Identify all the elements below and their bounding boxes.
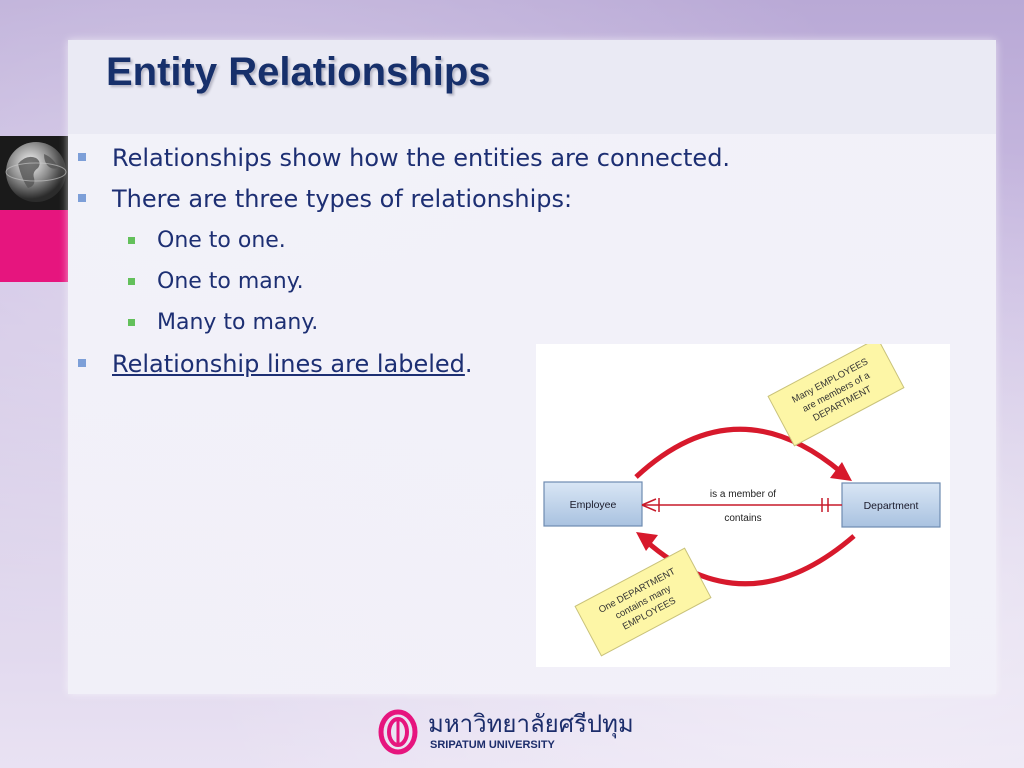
bullet-suffix: .: [464, 350, 473, 378]
crows-foot-left: [641, 498, 657, 506]
sub-bullet-marker: [128, 278, 135, 285]
arrow-head-top: [830, 462, 852, 481]
bullet-link-text: Relationship lines are labeled: [112, 350, 465, 378]
bullet-marker: [78, 194, 86, 202]
bullet-marker: [78, 153, 86, 161]
title-band: [68, 40, 996, 134]
slide-title: Entity Relationships: [106, 50, 491, 94]
relationship-label-bottom: contains: [724, 513, 761, 524]
bullet-item: Relationship lines are labeled.: [112, 350, 473, 378]
entity-label-department: Department: [864, 500, 919, 512]
university-name-thai: มหาวิทยาลัยศรีปทุม: [428, 710, 634, 739]
arc-top: [634, 426, 843, 479]
arrow-head-bottom: [636, 532, 658, 551]
entity-box-employee: [543, 481, 643, 527]
sub-bullet-marker: [128, 237, 135, 244]
globe-image: [0, 136, 68, 210]
bullet-marker: [78, 359, 86, 367]
university-logo: มหาวิทยาลัยศรีปทุม SRIPATUM UNIVERSITY: [378, 706, 650, 760]
sub-bullet-item: Many to many.: [157, 310, 319, 335]
university-name-english: SRIPATUM UNIVERSITY: [430, 739, 556, 751]
er-diagram: Employee Department is a member of conta…: [536, 337, 950, 667]
crows-foot-left: [641, 504, 657, 512]
accent-block: [0, 210, 68, 282]
sub-bullet-item: One to one.: [157, 228, 286, 253]
bullet-item: Relationships show how the entities are …: [112, 144, 731, 172]
note-top: Many EMPLOYEES are members of a DEPARTME…: [767, 337, 905, 447]
relationship-label-top: is a member of: [710, 489, 776, 500]
entity-label-employee: Employee: [570, 499, 617, 511]
bullet-item: There are three types of relationships:: [112, 185, 573, 213]
sub-bullet-item: One to many.: [157, 269, 304, 294]
lotus-emblem-icon: [378, 709, 418, 755]
note-bottom: One DEPARTMENT contains many EMPLOYEES: [574, 547, 712, 657]
sub-bullet-marker: [128, 319, 135, 326]
er-diagram-svg: Employee Department is a member of conta…: [543, 337, 941, 657]
